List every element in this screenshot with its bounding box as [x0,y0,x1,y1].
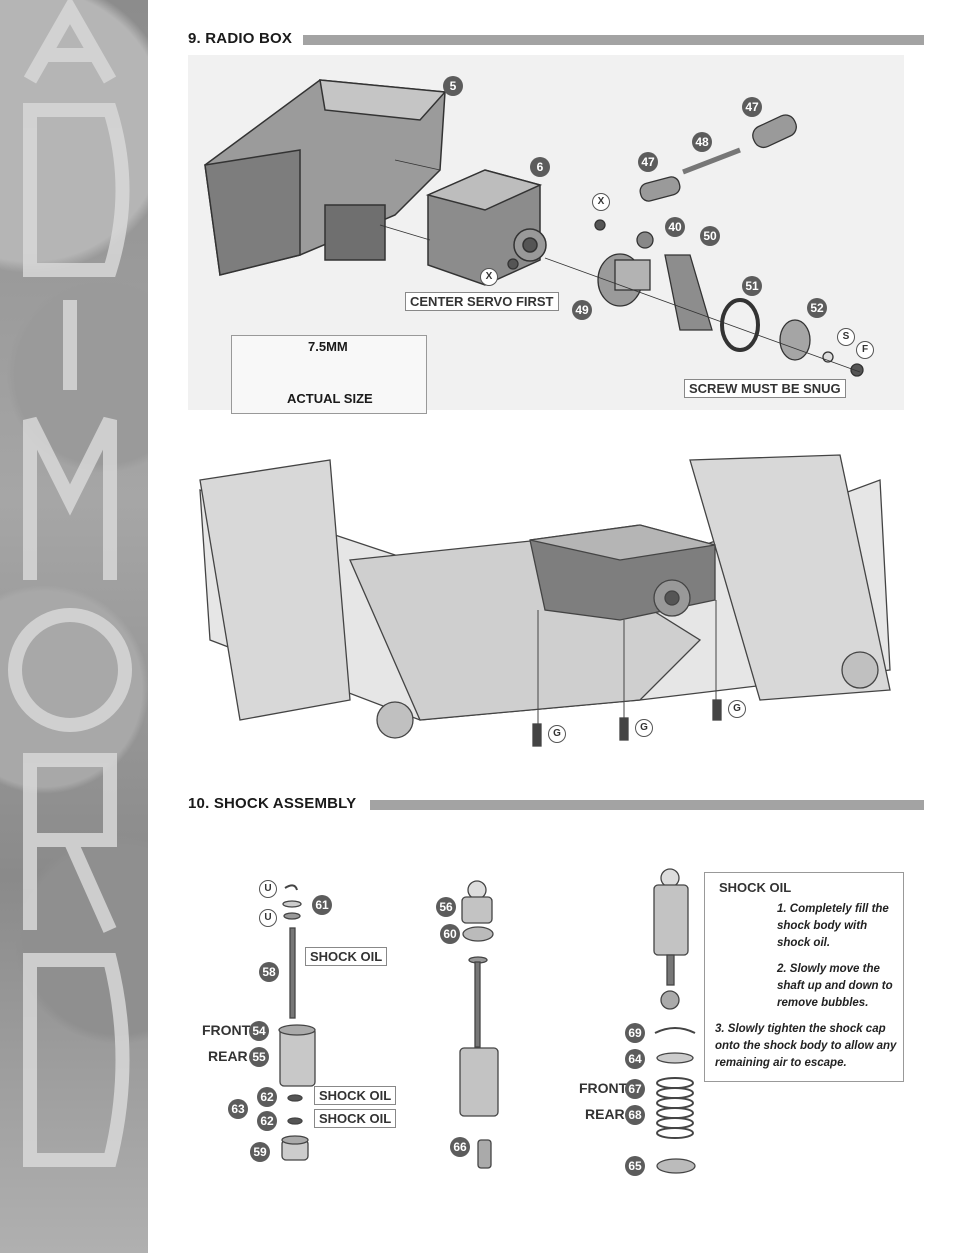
decorative-sidebar [0,0,148,1253]
screw-s: S [837,328,855,346]
radio-box-drawing [204,79,447,276]
screw-f: F [856,341,874,359]
actual-size-label: ACTUAL SIZE [287,391,373,406]
front-label-right: FRONT [579,1080,628,1096]
shock-oil-instructions-title: SHOCK OIL [719,880,792,895]
brand-logo [8,0,132,1167]
section-9-title: 9. RADIO BOX [188,30,293,47]
part-52: 52 [807,298,827,318]
chassis-drawing [199,454,891,747]
part-5: 5 [443,76,463,96]
screw-x-2: X [480,268,498,286]
section-10-title: 10. SHOCK ASSEMBLY [188,795,357,812]
part-62-a: 62 [257,1087,277,1107]
part-54: 54 [249,1021,269,1041]
screw-g-2: G [635,719,653,737]
shock-oil-callout-2: SHOCK OIL [314,1109,397,1128]
rear-label-left: REAR [208,1048,248,1064]
part-40: 40 [665,217,685,237]
part-59: 59 [250,1142,270,1162]
part-56: 56 [436,897,456,917]
part-61: 61 [312,895,332,915]
shock-parts-right [653,868,696,1174]
shock-parts-left [278,884,316,1161]
part-58: 58 [259,962,279,982]
actual-size-box: 7.5MM ACTUAL SIZE [231,335,427,414]
part-65: 65 [625,1156,645,1176]
section-10-rule [370,800,924,810]
screw-snug-callout: SCREW MUST BE SNUG [684,379,846,398]
part-67: 67 [625,1079,645,1099]
shock-parts-middle [459,880,499,1169]
part-69: 69 [625,1023,645,1043]
part-48: 48 [692,132,712,152]
part-66: 66 [450,1137,470,1157]
shock-oil-callout-1: SHOCK OIL [314,1086,397,1105]
servo-drawing [425,169,547,286]
section-9-rule [303,35,924,45]
instruction-step-1: 1. Completely fill the shock body with s… [777,903,889,949]
part-68: 68 [625,1105,645,1125]
part-62-b: 62 [257,1111,277,1131]
part-64: 64 [625,1049,645,1069]
measurement-label: 7.5MM [308,339,348,354]
u-clip-2: U [259,909,277,927]
part-60: 60 [440,924,460,944]
center-servo-callout: CENTER SERVO FIRST [405,292,559,311]
screw-g-3: G [728,700,746,718]
part-63: 63 [228,1099,248,1119]
u-clip-1: U [259,880,277,898]
instruction-step-2: 2. Slowly move the shaft up and down to … [777,963,893,1009]
part-49: 49 [572,300,592,320]
part-6: 6 [530,157,550,177]
rear-label-right: REAR [585,1106,625,1122]
part-47-top: 47 [742,97,762,117]
part-51: 51 [742,276,762,296]
shock-oil-callout-shaft: SHOCK OIL [305,947,388,966]
part-55: 55 [249,1047,269,1067]
front-label-left: FRONT [202,1022,251,1038]
part-50: 50 [700,226,720,246]
shock-oil-instructions: SHOCK OIL 1. Completely fill the shock b… [704,872,904,1082]
part-47: 47 [638,152,658,172]
screw-g-1: G [548,725,566,743]
instruction-step-3: 3. Slowly tighten the shock cap onto the… [715,1023,897,1069]
screw-x-1: X [592,193,610,211]
